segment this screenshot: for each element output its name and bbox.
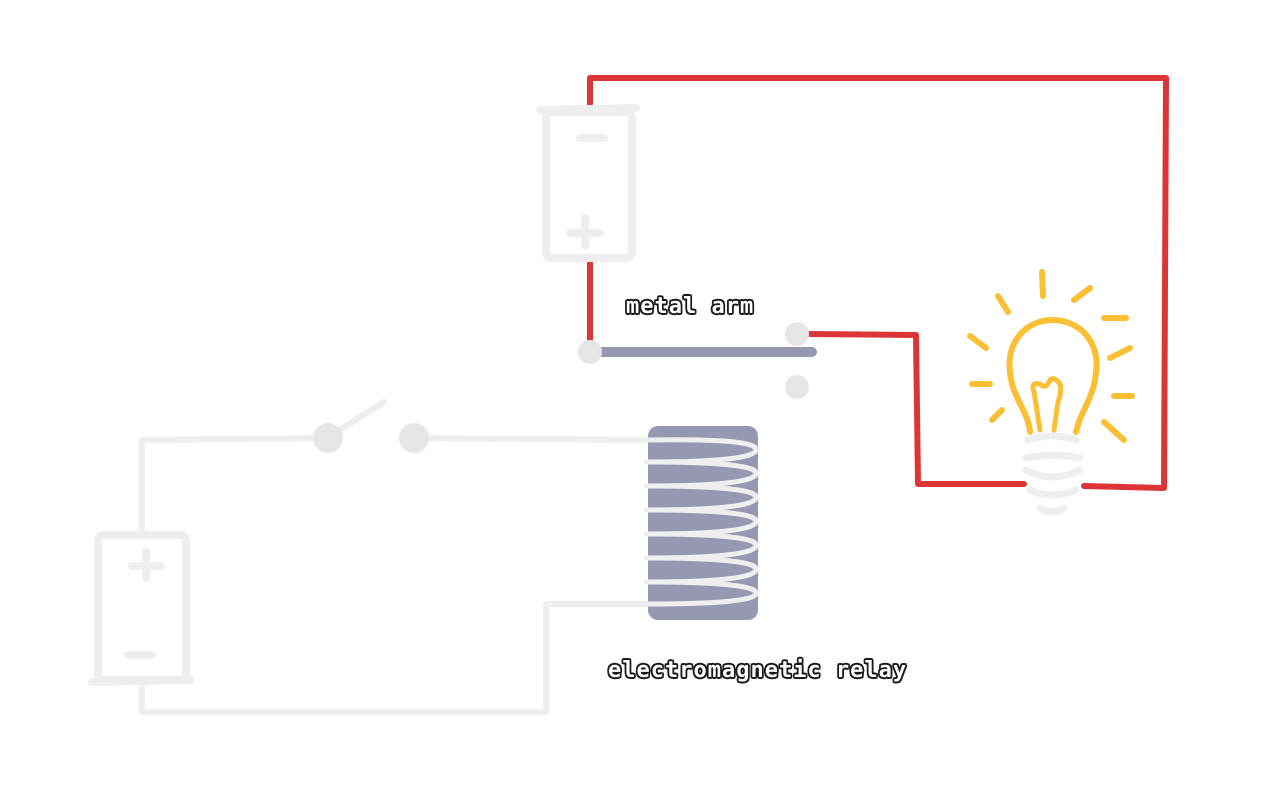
control-battery-cap-line [88, 676, 194, 686]
control-circuit [139, 399, 653, 715]
bulb-base [1022, 432, 1084, 516]
bulb-glass [1006, 317, 1100, 435]
load-wire-to-bulb [807, 331, 1027, 487]
bulb-filament [1030, 376, 1064, 433]
load-battery [536, 104, 640, 262]
control-wire-bottom [139, 601, 653, 715]
control-wire-top-left [139, 435, 321, 538]
switch-contact-right[interactable] [399, 423, 429, 453]
bulb-icon [967, 269, 1135, 516]
arm-contact-lower [785, 375, 809, 399]
control-wire-to-coil [411, 435, 653, 443]
relay-core [648, 426, 758, 620]
arm-contact-upper [785, 322, 809, 346]
control-battery [88, 531, 194, 686]
metal-arm-label: metal arm [626, 294, 755, 319]
arm-pivot [578, 340, 602, 364]
coil-windings [643, 437, 759, 607]
bulb-rays [967, 269, 1135, 443]
load-wire-top [587, 75, 1169, 491]
load-circuit [587, 75, 1169, 491]
switch-contact-left[interactable] [313, 423, 343, 453]
relay-coil [643, 426, 759, 620]
relay-label: electromagnetic relay [608, 658, 908, 683]
load-battery-cap-line [536, 104, 640, 114]
